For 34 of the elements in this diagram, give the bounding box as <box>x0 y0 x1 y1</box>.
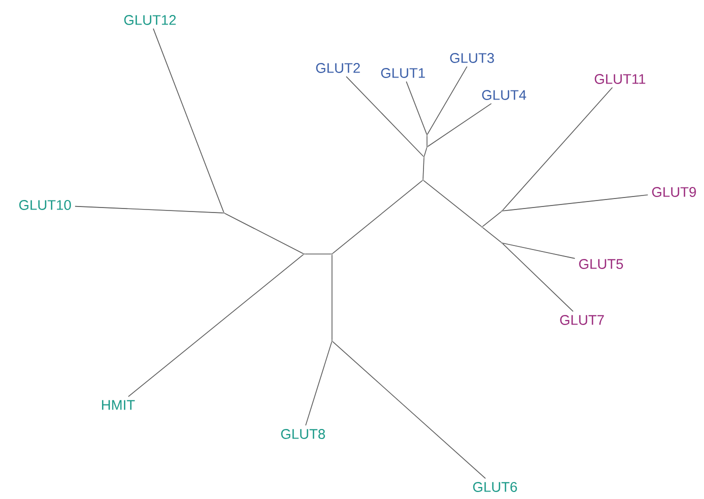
tree-branch <box>423 180 482 227</box>
leaf-label: GLUT8 <box>281 429 325 439</box>
tree-branch <box>224 212 304 254</box>
tree-branch <box>74 206 224 214</box>
leaf-label: GLUT9 <box>652 187 696 197</box>
tree-branch <box>332 341 486 479</box>
tree-branch <box>482 227 502 243</box>
tree-branch <box>424 147 428 157</box>
leaf-label: GLUT12 <box>124 15 176 25</box>
leaf-label: HMIT <box>102 400 135 410</box>
tree-branch <box>332 180 423 254</box>
tree-branch <box>128 254 304 397</box>
tree-branch <box>346 76 424 157</box>
leaf-label: GLUT3 <box>450 53 494 63</box>
tree-branch <box>502 242 576 259</box>
leaf-label: GLUT2 <box>316 63 360 73</box>
tree-branch <box>427 103 492 147</box>
leaf-label: GLUT7 <box>560 315 604 325</box>
tree-branch <box>502 87 613 211</box>
tree-branch <box>305 341 332 426</box>
tree-branch <box>422 157 424 180</box>
leaf-label: GLUT10 <box>19 200 71 210</box>
leaf-label: GLUT6 <box>473 482 517 492</box>
tree-branch <box>502 243 574 312</box>
tree-branch <box>152 28 224 213</box>
tree-branch <box>426 135 428 147</box>
tree-branch <box>502 194 648 212</box>
tree-branch <box>406 81 428 135</box>
leaf-label: GLUT5 <box>579 259 623 269</box>
leaf-label: GLUT1 <box>381 68 425 78</box>
tree-branch <box>427 66 468 135</box>
leaf-label: GLUT11 <box>594 74 646 84</box>
leaf-label: GLUT4 <box>482 90 526 100</box>
tree-branch <box>482 211 502 227</box>
